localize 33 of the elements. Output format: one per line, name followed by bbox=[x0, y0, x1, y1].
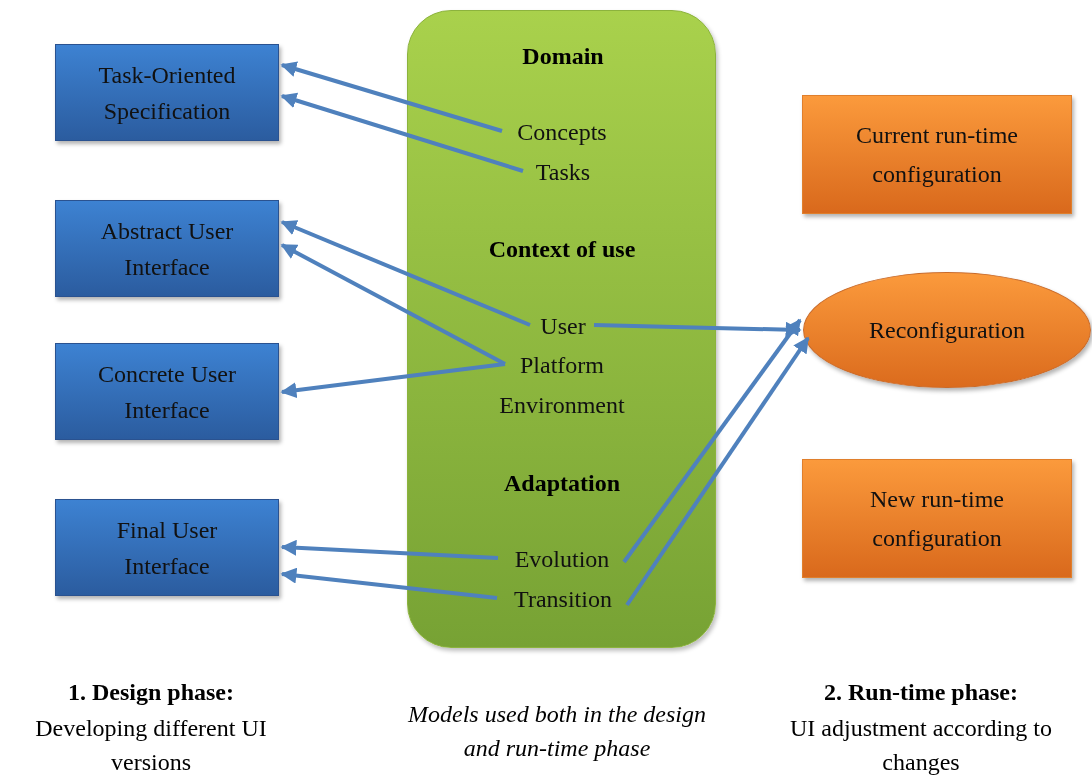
model-item: Transition bbox=[514, 585, 612, 613]
phase-heading: 2. Run-time phase: bbox=[824, 678, 1018, 707]
section-heading: Domain bbox=[522, 42, 604, 70]
phase-heading: 1. Design phase: bbox=[68, 678, 234, 707]
process-box: Final User Interface bbox=[55, 499, 279, 596]
configuration-box: Current run-time configuration bbox=[802, 95, 1072, 214]
arrow bbox=[280, 92, 524, 173]
process-box: Task-Oriented Specification bbox=[55, 44, 279, 141]
arrow bbox=[280, 362, 506, 399]
model-item: Platform bbox=[520, 351, 604, 379]
caption-text: UI adjustment according to changes bbox=[789, 714, 1053, 777]
section-heading: Context of use bbox=[488, 235, 636, 263]
model-item: Environment bbox=[499, 391, 625, 419]
model-item: Evolution bbox=[514, 545, 610, 573]
arrow bbox=[280, 243, 506, 366]
model-item: Tasks bbox=[535, 158, 591, 186]
rounded-panel bbox=[407, 10, 716, 648]
process-box: Abstract User Interface bbox=[55, 200, 279, 297]
process-ellipse: Reconfiguration bbox=[803, 272, 1091, 388]
model-item: User bbox=[540, 312, 586, 340]
arrow bbox=[625, 336, 810, 607]
arrow bbox=[280, 539, 499, 560]
process-box: Concrete User Interface bbox=[55, 343, 279, 440]
configuration-box: New run-time configuration bbox=[802, 459, 1072, 578]
section-heading: Adaptation bbox=[504, 469, 620, 497]
arrow bbox=[280, 220, 531, 327]
arrow bbox=[622, 318, 802, 564]
model-item: Concepts bbox=[517, 118, 607, 146]
arrow bbox=[280, 567, 498, 600]
arrow bbox=[593, 321, 802, 338]
caption-text: Models used both in the design and run-time phase bbox=[407, 700, 707, 763]
arrow bbox=[280, 61, 503, 133]
caption-text: Developing different UI versions bbox=[34, 714, 268, 777]
